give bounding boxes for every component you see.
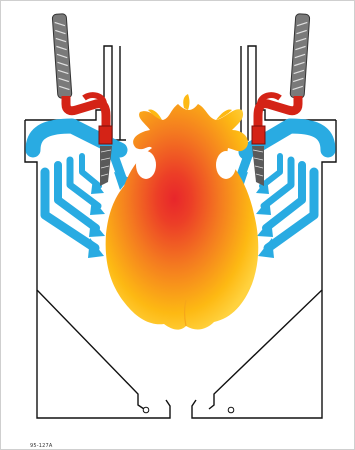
left-air-top: [25, 118, 128, 158]
right-air-duct-3: [260, 156, 295, 210]
left-spray-cone: [100, 146, 112, 186]
right-burner-nozzle: [251, 125, 266, 145]
left-air-duct-2: [54, 161, 100, 232]
air-flow-arrow-icon: [25, 118, 128, 253]
left-hinge: [142, 406, 150, 414]
flame-tip-center: [183, 94, 190, 110]
furnace-outline: [24, 45, 337, 419]
left-burner-nozzle: [98, 125, 113, 145]
air-flow-arrow-icon: [257, 219, 273, 237]
flame-icon: [105, 94, 259, 330]
left-fuel-line: [51, 13, 73, 99]
right-hinge: [227, 406, 235, 414]
left-air-duct-1: [40, 167, 100, 253]
left-air-arrowheads: [88, 172, 130, 258]
air-flow-arrow-icon: [91, 178, 104, 194]
right-air-duct-1: [263, 167, 319, 253]
right-air-inner: [235, 145, 255, 183]
left-air-duct-4: [79, 153, 102, 189]
left-air-duct-3: [66, 156, 102, 210]
right-burner-pipe: [253, 96, 303, 134]
air-flow-arrow-icon: [89, 219, 105, 237]
air-flow-arrow-icon: [256, 178, 269, 194]
air-flow-arrow-icon: [256, 198, 271, 215]
hopper-icon: [142, 406, 235, 414]
flame-tip-left: [148, 109, 162, 120]
right-air-duct-4: [259, 153, 283, 189]
air-flow-arrow-icon: [114, 172, 130, 190]
air-flow-arrow-icon: [235, 118, 336, 253]
right-air-duct-2: [262, 161, 306, 232]
right-fuel-line: [289, 13, 311, 99]
air-flow-arrow-icon: [90, 198, 105, 215]
figure-code: 95-127A: [30, 443, 53, 449]
left-burner-elbow: [82, 92, 107, 105]
flame-body: [105, 104, 259, 330]
left-air-inner: [107, 145, 127, 183]
flame-void-right: [216, 151, 236, 179]
air-flow-arrow-icon: [258, 238, 274, 258]
flame-tip-right: [216, 109, 232, 120]
right-burner-elbow: [257, 92, 282, 105]
flame-lobe-seam: [183, 299, 187, 327]
burner-icon: [51, 13, 113, 186]
right-spray-cone: [252, 146, 264, 186]
burner-icon: [251, 13, 311, 186]
right-air-top: [238, 118, 336, 160]
air-flow-arrow-icon: [88, 238, 104, 258]
left-burner-pipe: [61, 96, 111, 134]
flame-void-left: [136, 151, 156, 179]
